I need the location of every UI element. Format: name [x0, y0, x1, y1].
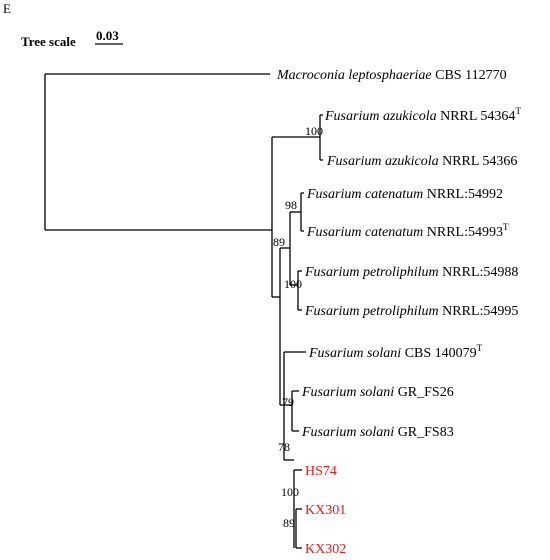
leaf-labels: Macroconia leptosphaeriae CBS 112770 Fus…	[276, 68, 521, 557]
leaf-label: Fusarium azukicola NRRL 54366	[326, 154, 517, 169]
support-kx: 89	[283, 516, 295, 530]
leaf-label: Fusarium petroliphilum NRRL:54988	[304, 265, 518, 280]
support-values: 100 98 89 100 79 78 100 89	[273, 124, 323, 530]
leaf-label: Fusarium solani GR_FS26	[301, 385, 454, 400]
support-solani-clade: 78	[278, 440, 290, 454]
leaf-label-highlight: KX302	[305, 542, 346, 557]
leaf-label: Fusarium catenatum NRRL:54992	[306, 187, 503, 202]
support-solani-inner: 79	[282, 395, 294, 409]
leaf-label: Fusarium petroliphilum NRRL:54995	[304, 304, 518, 319]
support-azukicola: 100	[305, 124, 323, 138]
tree-branches	[44, 73, 323, 549]
support-catenatum: 98	[285, 198, 297, 212]
panel-letter: E	[3, 1, 11, 16]
support-isolates: 100	[281, 485, 299, 499]
tree-scale-value: 0.03	[96, 28, 119, 43]
leaf-label-highlight: KX301	[305, 503, 346, 518]
leaf-label: Macroconia leptosphaeriae CBS 112770	[276, 68, 507, 83]
tree-scale-label: Tree scale	[21, 34, 76, 49]
support-catenatum-petroliphilum: 89	[273, 235, 285, 249]
support-petroliphilum: 100	[284, 277, 302, 291]
leaf-label: Fusarium solani GR_FS83	[301, 425, 454, 440]
leaf-label: Fusarium azukicola NRRL 54364T	[324, 106, 521, 124]
leaf-label: Fusarium catenatum NRRL:54993T	[306, 222, 509, 240]
leaf-label: Fusarium solani CBS 140079T	[308, 343, 483, 361]
leaf-label-highlight: HS74	[305, 464, 337, 479]
